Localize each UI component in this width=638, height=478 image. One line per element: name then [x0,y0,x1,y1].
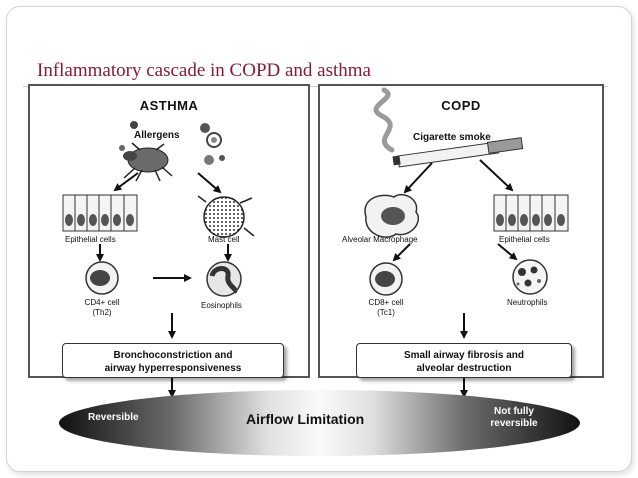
cigarette-icon [392,137,524,168]
cd8-label-line1: CD8+ cell [368,298,404,307]
mast-cell-label: Mast cell [208,235,240,244]
asthma-outcome-line2: airway hyperresponsiveness [104,363,242,374]
asthma-outcome-line1: Bronchoconstriction and [113,350,233,361]
slide-title: Inflammatory cascade in COPD and asthma [37,60,371,81]
mast-cell-icon [197,195,255,238]
airflow-limitation-ellipse [59,390,580,456]
copd-outcome-line2: alveolar destruction [416,363,512,374]
cd8-label-line2: (Tc1) [377,308,395,317]
macrophage-label: Alveolar Macrophage [342,235,418,244]
allergens-label: Allergens [134,130,180,141]
copd-outcome-box: Small airway fibrosis and alveolar destr… [356,343,572,378]
asthma-epithelial-label: Epithelial cells [65,235,116,244]
eosinophil-icon [206,261,242,297]
copd-outcome-line1: Small airway fibrosis and [403,350,525,361]
not-fully-line1: Not fully [494,406,534,417]
epithelial-cells-icon [62,194,138,232]
asthma-outcome-box: Bronchoconstriction and airway hyperresp… [62,343,284,378]
airflow-limitation-label: Airflow Limitation [246,411,365,427]
asthma-panel-title: ASTHMA [139,98,199,113]
neutrophils-label: Neutrophils [507,298,548,307]
not-fully-reversible-label: Not fully reversible [484,406,544,430]
not-fully-line2: reversible [490,418,538,429]
cd4-label-line2: (Th2) [92,308,112,317]
allergen-particle-icon [119,121,225,165]
epithelial-cells-icon [493,194,569,232]
eosinophils-label: Eosinophils [201,301,242,310]
mite-icon [123,142,173,182]
arrow-icon [96,159,518,398]
copd-panel-title: COPD [441,98,481,113]
cigarette-smoke-label: Cigarette smoke [413,132,491,143]
title-divider [23,86,608,87]
cd8-cell-icon [369,262,403,296]
copd-epithelial-label: Epithelial cells [499,235,550,244]
cd8-label: CD8+ cell (Tc1) [364,298,408,318]
neutrophil-icon [512,259,548,295]
macrophage-icon [364,193,419,238]
smoke-icon [373,87,395,153]
reversible-label: Reversible [88,412,139,423]
cd4-label: CD4+ cell (Th2) [80,298,124,318]
cd4-cell-icon [85,261,119,295]
cd4-label-line1: CD4+ cell [84,298,120,307]
